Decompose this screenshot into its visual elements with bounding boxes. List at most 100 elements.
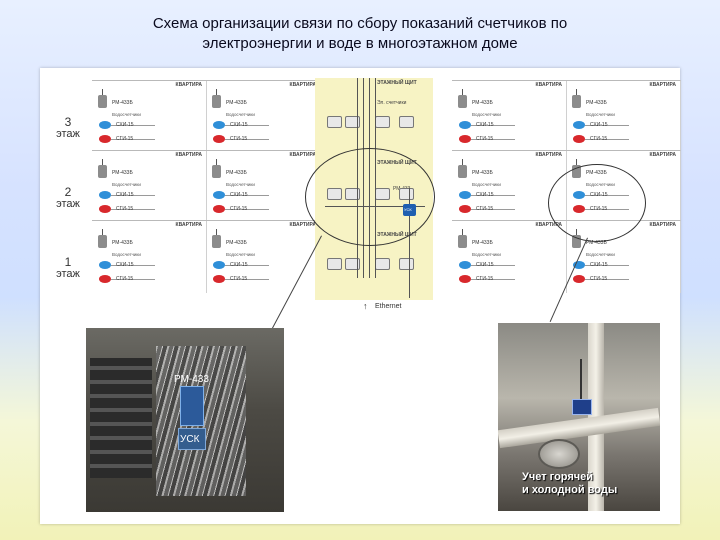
meters-label: Водосчетчики	[586, 112, 615, 117]
meter-wire	[585, 139, 629, 140]
meter-blue-label: СХИ-15	[590, 122, 608, 128]
router-label: РМ-433Б	[112, 100, 133, 106]
meter-wire	[111, 195, 155, 196]
router-icon	[458, 89, 467, 108]
cold-water-meter-icon	[459, 191, 471, 199]
router-icon	[98, 159, 107, 178]
floor-number: 2	[64, 185, 72, 199]
hot-water-meter-icon	[213, 205, 225, 213]
cold-water-meter-icon	[573, 261, 585, 269]
meter-blue-label: СХИ-15	[476, 122, 494, 128]
meter-wire	[471, 209, 515, 210]
photo-caption: Учет горячей и холодной воды	[522, 471, 617, 497]
router-icon	[572, 89, 581, 108]
hot-water-meter-icon	[213, 275, 225, 283]
apartment-header: КВАРТИРА	[175, 222, 202, 228]
meter-red-label: СГИ-15	[116, 276, 134, 282]
shield-sub-label: Эл. счетчики	[377, 100, 407, 106]
meters-label: Водосчетчики	[472, 252, 501, 257]
usk-photo-device	[178, 428, 206, 450]
apartment-header: КВАРТИРА	[535, 222, 562, 228]
meter-red-label: СГИ-15	[116, 206, 134, 212]
meter-wire	[585, 265, 629, 266]
floor-label-1: 1 этаж	[54, 256, 82, 280]
meter-wire	[225, 195, 269, 196]
router-label: РМ-433Б	[586, 100, 607, 106]
title-line-2: электроэнергии и воде в многоэтажном дом…	[202, 35, 518, 52]
meters-label: Водосчетчики	[226, 182, 255, 187]
router-label: РМ-433Б	[226, 170, 247, 176]
meter-wire	[225, 209, 269, 210]
meter-wire	[585, 125, 629, 126]
meter-wire	[225, 265, 269, 266]
hot-water-meter-icon	[99, 275, 111, 283]
cold-water-meter-icon	[573, 121, 585, 129]
hot-water-meter-icon	[99, 205, 111, 213]
meters-label: Водосчетчики	[226, 112, 255, 117]
ethernet-label: Ethernet	[375, 303, 402, 310]
floor-number: 1	[64, 255, 72, 269]
meter-blue-label: СХИ-15	[116, 192, 134, 198]
meter-wire	[585, 279, 629, 280]
cold-water-meter-icon	[213, 191, 225, 199]
meter-blue-label: СХИ-15	[590, 262, 608, 268]
apartment-header: КВАРТИРА	[649, 152, 676, 158]
meter-wire	[111, 139, 155, 140]
highlight-circle-shield	[305, 148, 435, 246]
rm433-device	[180, 386, 204, 426]
electric-meter-icon	[375, 116, 390, 128]
meter-wire	[225, 279, 269, 280]
electric-meter-icon	[345, 258, 360, 270]
apartment-header: КВАРТИРА	[289, 152, 316, 158]
floor-word: этаж	[56, 128, 80, 140]
meters-label: Водосчетчики	[112, 112, 141, 117]
router-icon	[458, 159, 467, 178]
meter-blue-label: СХИ-15	[116, 262, 134, 268]
meter-wire	[471, 195, 515, 196]
apartment-header: КВАРТИРА	[535, 82, 562, 88]
router-label: РМ-433Б	[226, 240, 247, 246]
highlight-circle-apartment	[548, 164, 646, 242]
meter-red-label: СГИ-15	[590, 136, 608, 142]
meter-wire	[225, 139, 269, 140]
apartment-header: КВАРТИРА	[175, 152, 202, 158]
meter-wire	[111, 265, 155, 266]
apartment-header: КВАРТИРА	[649, 222, 676, 228]
electric-meter-icon	[399, 258, 414, 270]
photo-electrical-panel: РМ-433 УСК	[86, 328, 284, 512]
router-icon	[458, 229, 467, 248]
electric-meter-icon	[327, 116, 342, 128]
meter-blue-label: СХИ-15	[230, 122, 248, 128]
cold-water-meter-icon	[99, 261, 111, 269]
meter-blue-label: СХИ-15	[476, 192, 494, 198]
meter-blue-label: СХИ-15	[476, 262, 494, 268]
router-label: РМ-433Б	[226, 100, 247, 106]
cold-water-meter-icon	[213, 261, 225, 269]
meter-wire	[111, 125, 155, 126]
meter-blue-label: СХИ-15	[230, 192, 248, 198]
hot-water-meter-icon	[459, 205, 471, 213]
floor-word: этаж	[56, 268, 80, 280]
meter-red-label: СГИ-15	[476, 276, 494, 282]
hot-water-meter-icon	[573, 275, 585, 283]
meter-blue-label: СХИ-15	[116, 122, 134, 128]
router-icon	[98, 89, 107, 108]
meter-red-label: СГИ-15	[116, 136, 134, 142]
meter-red-label: СГИ-15	[230, 206, 248, 212]
antenna-wire	[580, 359, 582, 399]
router-label: РМ-433Б	[112, 170, 133, 176]
photo-label-usk: УСК	[180, 434, 200, 445]
apartment-header: КВАРТИРА	[289, 222, 316, 228]
hot-water-meter-icon	[459, 275, 471, 283]
floor-word: этаж	[56, 198, 80, 210]
electric-meter-icon	[399, 116, 414, 128]
photo-label-rm433: РМ-433	[174, 374, 209, 385]
meter-red-label: СГИ-15	[230, 276, 248, 282]
cold-water-meter-icon	[213, 121, 225, 129]
meter-red-label: СГИ-15	[476, 136, 494, 142]
